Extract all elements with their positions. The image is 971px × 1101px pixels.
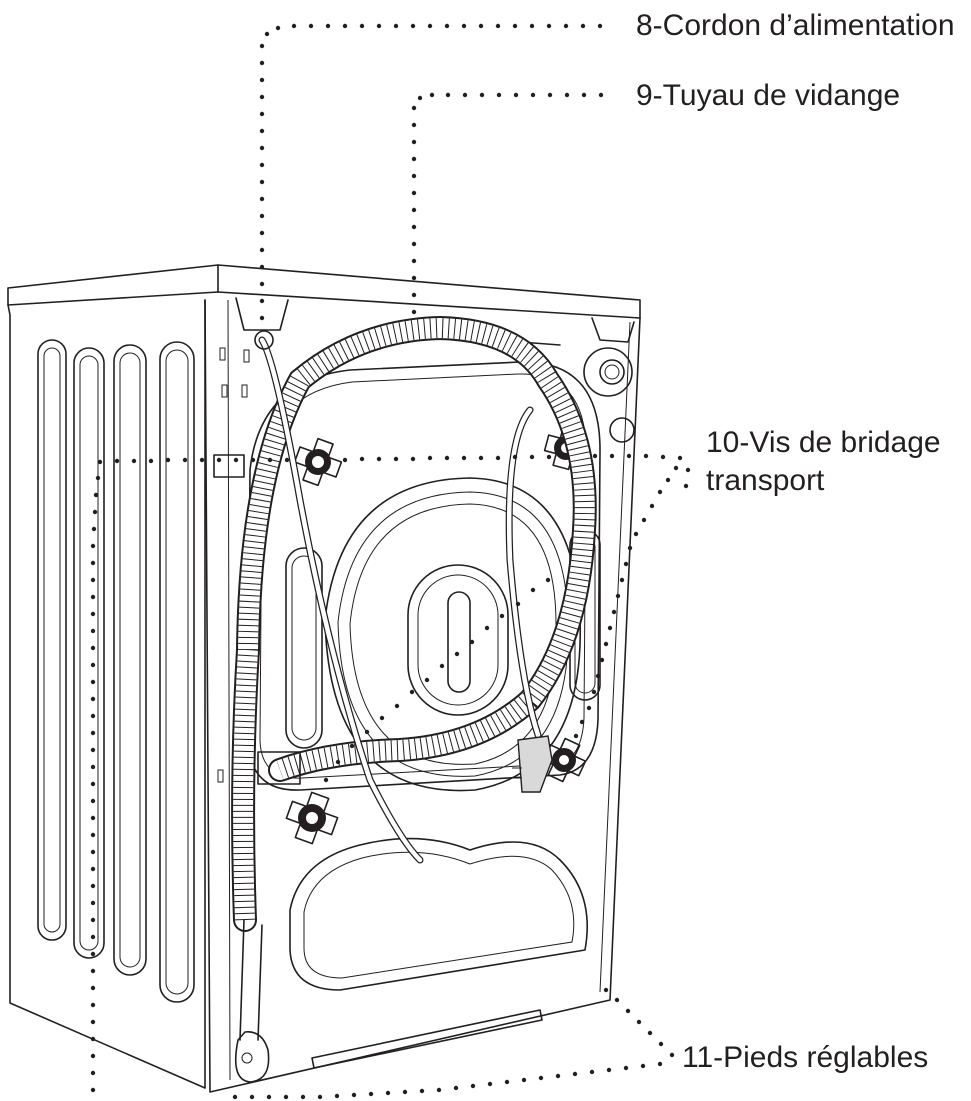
label-transit-bolts-line1: 10-Vis de bridage <box>706 426 941 459</box>
label-drain-hose: 9-Tuyau de vidange <box>636 79 901 112</box>
washing-machine-body <box>7 264 641 1093</box>
leader-line-power-cord <box>259 23 603 321</box>
label-adjustable-feet: 11-Pieds réglables <box>682 1041 929 1074</box>
power-cord <box>254 330 553 864</box>
label-transit-bolts-line2: transport <box>706 464 825 497</box>
leader-line-transit-bolts <box>90 453 691 1093</box>
drain-hose <box>213 315 597 1083</box>
label-power-cord: 8-Cordon d’alimentation <box>636 9 955 42</box>
leader-line-adjustable-feet <box>232 987 675 1100</box>
leader-line-drain-hose <box>411 92 604 315</box>
side-panel-ribs <box>37 339 195 1003</box>
